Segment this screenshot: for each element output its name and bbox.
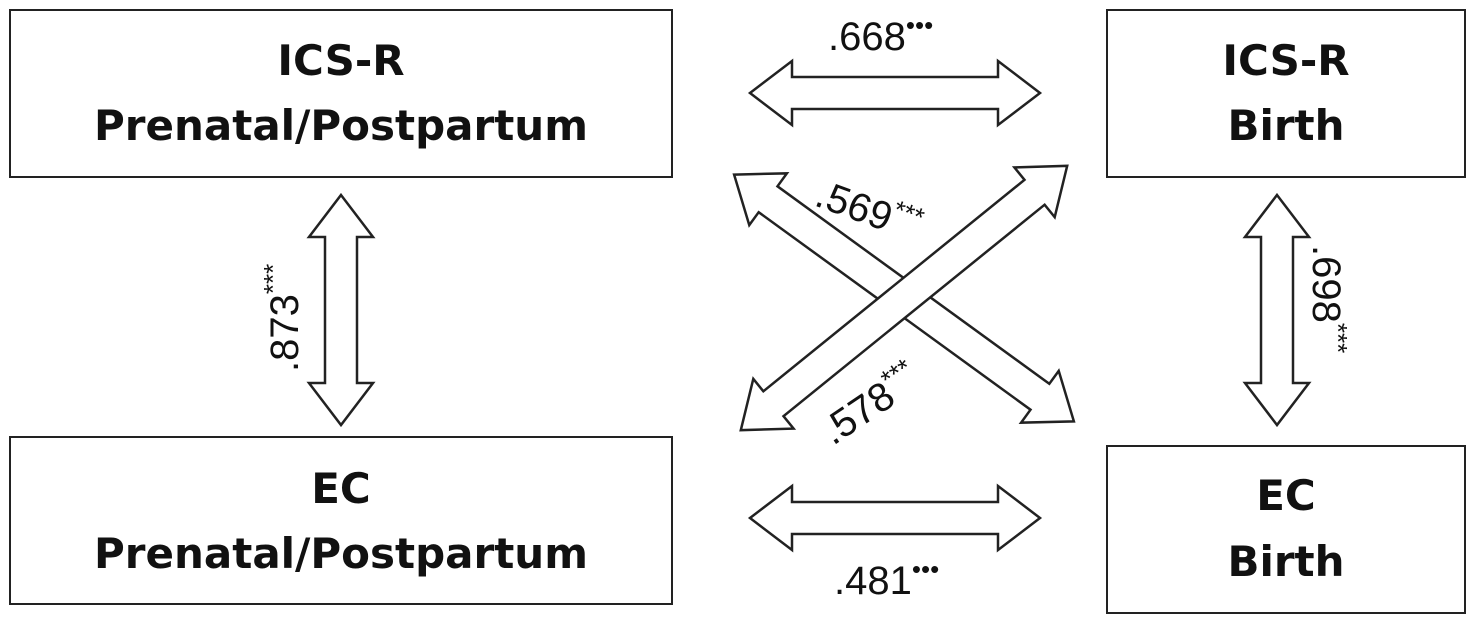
box-ec-prenatal-line1: EC	[311, 464, 371, 513]
box-ec-prenatal: EC Prenatal/Postpartum	[9, 436, 673, 605]
coef-significance: •••	[912, 554, 939, 584]
coef-value: .668	[828, 15, 906, 59]
arrow-bottom-horizontal	[747, 483, 1043, 553]
coef-icsr-prenatal-icsr-birth: .668•••	[828, 10, 933, 59]
arrow-diagonal-ascending	[739, 164, 1069, 432]
coef-value: .481	[834, 559, 912, 603]
box-ec-birth-line2: Birth	[1227, 537, 1344, 586]
box-icsr-birth-line2: Birth	[1227, 101, 1344, 150]
coef-significance: •••	[906, 10, 933, 40]
coef-ec-prenatal-ec-birth: .481•••	[834, 554, 939, 603]
box-icsr-birth: ICS-R Birth	[1106, 9, 1466, 178]
coef-significance: ***	[1323, 323, 1353, 353]
arrow-left-vertical	[306, 192, 376, 428]
coef-value: .698	[1304, 245, 1348, 323]
coef-significance: ***	[258, 264, 288, 294]
coef-icsr-prenatal-ec-prenatal: .873***	[258, 264, 307, 372]
arrow-top-horizontal	[747, 58, 1043, 128]
coef-icsr-birth-ec-birth: .698***	[1304, 245, 1353, 353]
box-ec-birth: EC Birth	[1106, 445, 1466, 614]
box-ec-prenatal-line2: Prenatal/Postpartum	[94, 529, 588, 578]
coef-value: .873	[263, 294, 307, 372]
box-ec-birth-line1: EC	[1256, 471, 1316, 520]
box-icsr-prenatal-line2: Prenatal/Postpartum	[94, 101, 588, 150]
box-icsr-prenatal-line1: ICS-R	[277, 36, 404, 85]
arrow-right-vertical	[1242, 192, 1312, 428]
box-icsr-prenatal: ICS-R Prenatal/Postpartum	[9, 9, 673, 178]
box-icsr-birth-line1: ICS-R	[1222, 36, 1349, 85]
